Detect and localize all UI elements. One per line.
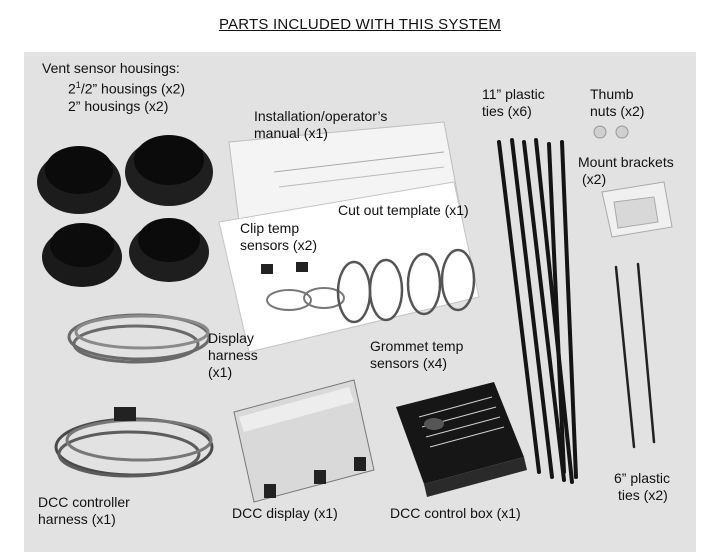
label-vent-title: Vent sensor housings: <box>42 60 180 76</box>
label-ties-11-line1: 11” plastic <box>482 86 545 102</box>
label-clip-line2: sensors (x2) <box>240 237 318 253</box>
label-thumb-line1: Thumb <box>590 86 634 102</box>
label-thumb-line2: nuts (x2) <box>590 103 645 119</box>
dcc-display <box>233 379 375 503</box>
label-display-harness-line1: Display <box>208 330 254 346</box>
label-vent-line3: 2” housings (x2) <box>68 97 169 114</box>
label-display-harness-line3: (x1) <box>208 364 233 380</box>
clip-temp-sensors <box>261 262 345 311</box>
label-cutout-template: Cut out template (x1) <box>338 202 469 218</box>
plastic-ties-11 <box>497 138 578 484</box>
parts-photo: Vent sensor housings: 21/2” housings (x2… <box>24 52 696 552</box>
label-dcc-harness: DCC controller harness (x1) <box>38 494 130 528</box>
label-mount-line1: Mount brackets <box>578 154 674 170</box>
page-title: PARTS INCLUDED WITH THIS SYSTEM <box>218 16 502 33</box>
label-manual-line1: Installation/operator’s <box>254 108 388 124</box>
label-display-harness: Display harness (x1) <box>208 330 258 381</box>
label-dcc-harness-line1: DCC controller <box>38 494 130 510</box>
label-clip-line1: Clip temp <box>240 220 300 236</box>
label-vent-line2-b: /2” housings (x2) <box>80 80 186 97</box>
label-thumb-nuts: Thumb nuts (x2) <box>590 86 644 120</box>
label-vent-line2-sup: 1 <box>75 80 81 90</box>
label-ties-11: 11” plastic ties (x6) <box>482 86 545 120</box>
dcc-control-box <box>396 382 527 497</box>
label-ties-6-line2: ties (x2) <box>618 487 668 503</box>
label-ties-6-line1: 6” plastic <box>614 470 671 486</box>
label-vent-line2: 21/2” housings (x2) <box>42 77 185 98</box>
label-manual-line2: manual (x1) <box>254 125 328 141</box>
grommet-temp-sensors <box>336 248 476 324</box>
parts-photo-drawing <box>37 121 673 503</box>
vent-housings <box>37 135 213 287</box>
label-mount-line2: (x2) <box>582 171 607 187</box>
label-manual: Installation/operator’s manual (x1) <box>254 108 387 142</box>
label-ties-6: 6” plastic ties (x2) <box>614 470 670 504</box>
label-clip-sensors: Clip temp sensors (x2) <box>240 220 317 254</box>
label-ties-11-line2: ties (x6) <box>482 103 532 119</box>
label-dcc-display: DCC display (x1) <box>232 505 338 521</box>
label-display-harness-line2: harness <box>208 347 258 363</box>
label-grommet-sensors: Grommet temp sensors (x4) <box>370 338 463 372</box>
display-harness <box>67 313 211 364</box>
thumb-nuts <box>593 125 629 139</box>
label-vent-line2-a: 2 <box>68 80 76 97</box>
label-vent-housings: Vent sensor housings: 21/2” housings (x2… <box>42 60 185 115</box>
plastic-ties-6 <box>614 262 656 449</box>
label-dcc-harness-line2: harness (x1) <box>38 511 116 527</box>
label-dcc-control-box: DCC control box (x1) <box>390 505 521 521</box>
label-grommet-line2: sensors (x4) <box>370 355 448 371</box>
mount-brackets <box>601 181 673 238</box>
label-grommet-line1: Grommet temp <box>370 338 464 354</box>
dcc-controller-harness <box>54 407 214 478</box>
label-mount-brackets: Mount brackets (x2) <box>578 154 674 188</box>
